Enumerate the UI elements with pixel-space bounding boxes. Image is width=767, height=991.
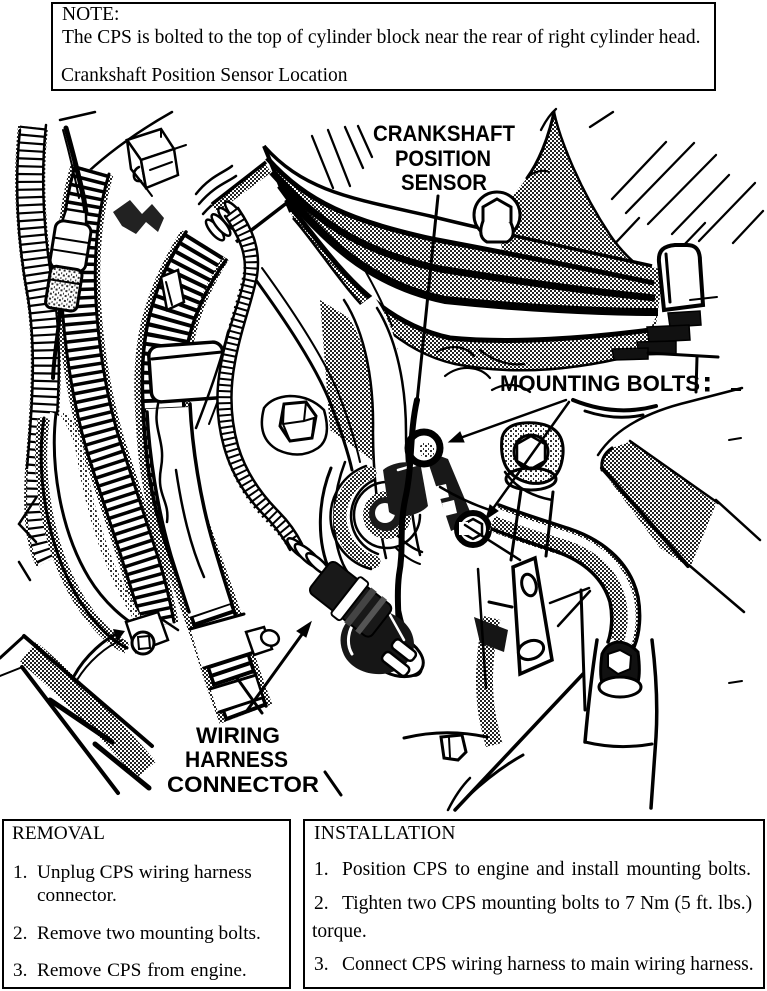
svg-text:SENSOR: SENSOR bbox=[401, 170, 487, 195]
svg-text:CONNECTOR: CONNECTOR bbox=[167, 772, 319, 797]
svg-text:POSITION: POSITION bbox=[395, 146, 491, 171]
svg-text:CRANKSHAFT: CRANKSHAFT bbox=[373, 121, 516, 146]
svg-text:WIRING: WIRING bbox=[196, 723, 280, 748]
svg-text:MOUNTING BOLTS: MOUNTING BOLTS bbox=[500, 371, 700, 396]
svg-text:HARNESS: HARNESS bbox=[185, 747, 288, 772]
